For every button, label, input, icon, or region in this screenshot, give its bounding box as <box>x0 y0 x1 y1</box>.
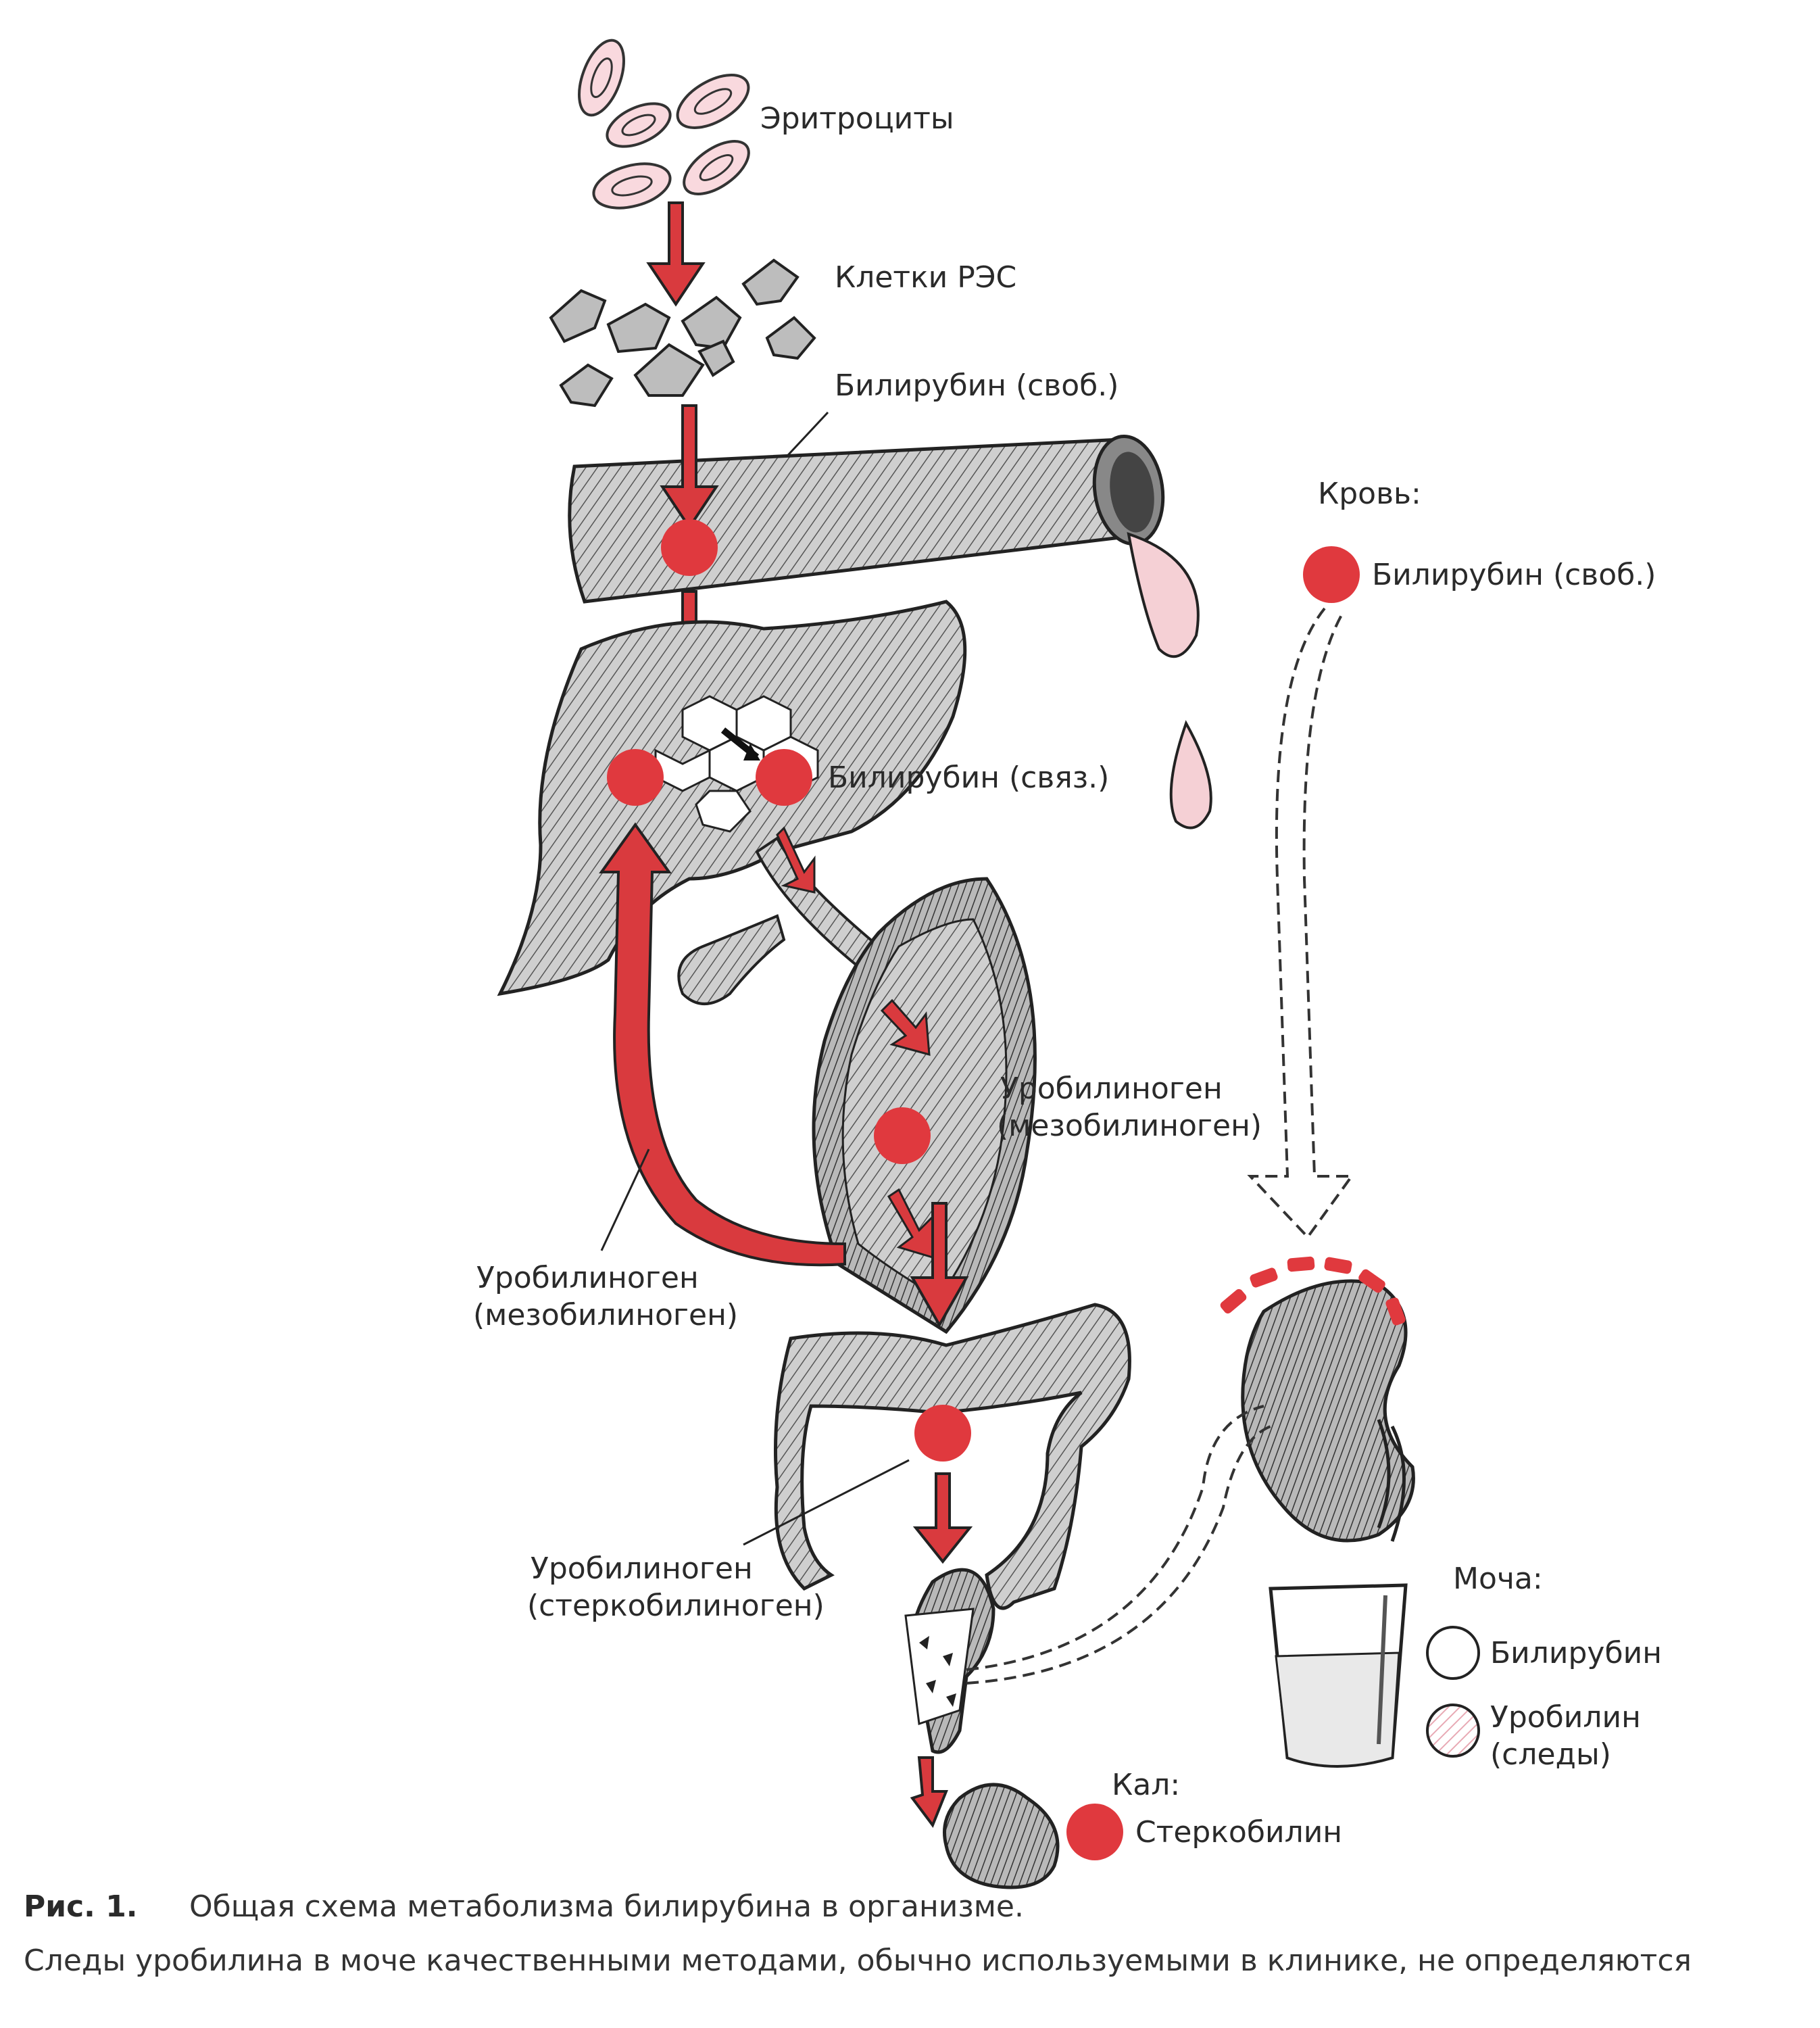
res-cell-icon <box>697 339 735 377</box>
erythrocyte-icon <box>676 74 750 129</box>
blood-vessel-icon <box>568 434 1165 604</box>
arrow-res-to-vessel <box>660 404 719 530</box>
label-urobilinogen-intestine-line1: Уробилиноген <box>1000 1071 1223 1106</box>
blood-drop-icon <box>1169 720 1212 829</box>
label-urobilinogen-return-line1: Уробилиноген <box>476 1261 699 1295</box>
label-bilirubin-free-top: Билирубин (своб.) <box>835 368 1118 403</box>
label-blood-header: Кровь: <box>1318 477 1421 511</box>
duodenum-icon <box>812 877 1037 1334</box>
kidney-icon <box>1241 1279 1415 1543</box>
liver-icon <box>497 600 967 996</box>
urine-urobilin-marker <box>1426 1704 1480 1758</box>
urobilinogen-dot-intestine <box>874 1107 931 1164</box>
res-cell-icon <box>681 295 742 350</box>
arrow-liver-to-duct <box>776 826 816 894</box>
res-cell-icon <box>606 302 671 354</box>
arrow-blood-to-kidney <box>1247 607 1354 1240</box>
arrow-enterohepatic-return <box>599 822 846 1267</box>
label-bilirubin-bound: Билирубин (связ.) <box>828 760 1109 795</box>
feces-icon <box>943 1783 1060 1889</box>
arrow-duodenum-2 <box>887 1188 934 1259</box>
res-cell-icon <box>549 289 607 343</box>
label-urine-header: Моча: <box>1453 1562 1543 1596</box>
arrow-to-feces <box>910 1756 948 1829</box>
res-cell-icon <box>741 258 800 306</box>
label-urobilinogen-colon-line2: (стеркобилиноген) <box>527 1589 825 1623</box>
blood-bilirubin-dot <box>1303 546 1360 603</box>
label-urine-urobilin-line2: (следы) <box>1490 1737 1611 1772</box>
label-urobilinogen-colon-line1: Уробилиноген <box>531 1551 753 1586</box>
label-urine-urobilin-line1: Уробилин <box>1490 1700 1641 1735</box>
arrow-ery-to-res <box>646 201 706 307</box>
blood-drop-icon <box>1127 532 1200 658</box>
dashed-colon-to-kidney <box>966 1405 1264 1671</box>
urobilinogen-dot-colon <box>914 1405 971 1462</box>
erythrocyte-icon <box>578 39 625 117</box>
label-stercobilin: Стеркобилин <box>1135 1815 1342 1850</box>
erythrocyte-icon <box>683 139 750 196</box>
bilirubin-free-dot-liver <box>607 749 664 806</box>
leader-urobilinogen-return <box>600 1149 650 1251</box>
res-cell-icon <box>765 316 816 360</box>
erythrocyte-icon <box>606 102 672 148</box>
arrow-colon-down <box>912 1472 973 1564</box>
colon-icon <box>774 1303 1131 1754</box>
label-urobilinogen-return-line2: (мезобилиноген) <box>473 1298 738 1332</box>
res-cell-icon <box>559 363 614 408</box>
urine-bilirubin-marker <box>1426 1626 1480 1680</box>
arrow-duodenum-1 <box>880 998 931 1057</box>
res-cells-group <box>549 258 816 408</box>
label-res-cells: Клетки РЭС <box>835 260 1016 295</box>
label-blood-bilirubin-free: Билирубин (своб.) <box>1372 558 1656 592</box>
label-erythrocytes: Эритроциты <box>760 101 954 136</box>
label-urobilinogen-intestine-line2: (мезобилиноген) <box>997 1109 1262 1143</box>
bilirubin-bound-dot-liver <box>756 749 812 806</box>
arrow-duodenum-to-colon <box>910 1202 969 1328</box>
leader-urobilinogen-colon <box>743 1459 910 1546</box>
caption-title: Общая схема метаболизма билирубина в орг… <box>189 1889 1024 1924</box>
erythrocytes-group <box>578 39 750 210</box>
label-feces-header: Кал: <box>1112 1768 1180 1802</box>
dashed-colon-to-kidney-2 <box>966 1425 1271 1685</box>
label-urine-bilirubin: Билирубин <box>1490 1636 1662 1670</box>
res-cell-icon <box>633 343 705 397</box>
caption-figure-label: Рис. 1. <box>24 1889 138 1924</box>
erythrocyte-icon <box>592 162 672 210</box>
urine-glass-icon <box>1269 1583 1408 1768</box>
stercobilin-dot <box>1066 1804 1123 1860</box>
kidney-filtration-marks <box>1220 1256 1406 1326</box>
bilirubin-free-dot-vessel <box>661 519 718 576</box>
caption-note: Следы уробилина в моче качественными мет… <box>24 1944 1692 1978</box>
